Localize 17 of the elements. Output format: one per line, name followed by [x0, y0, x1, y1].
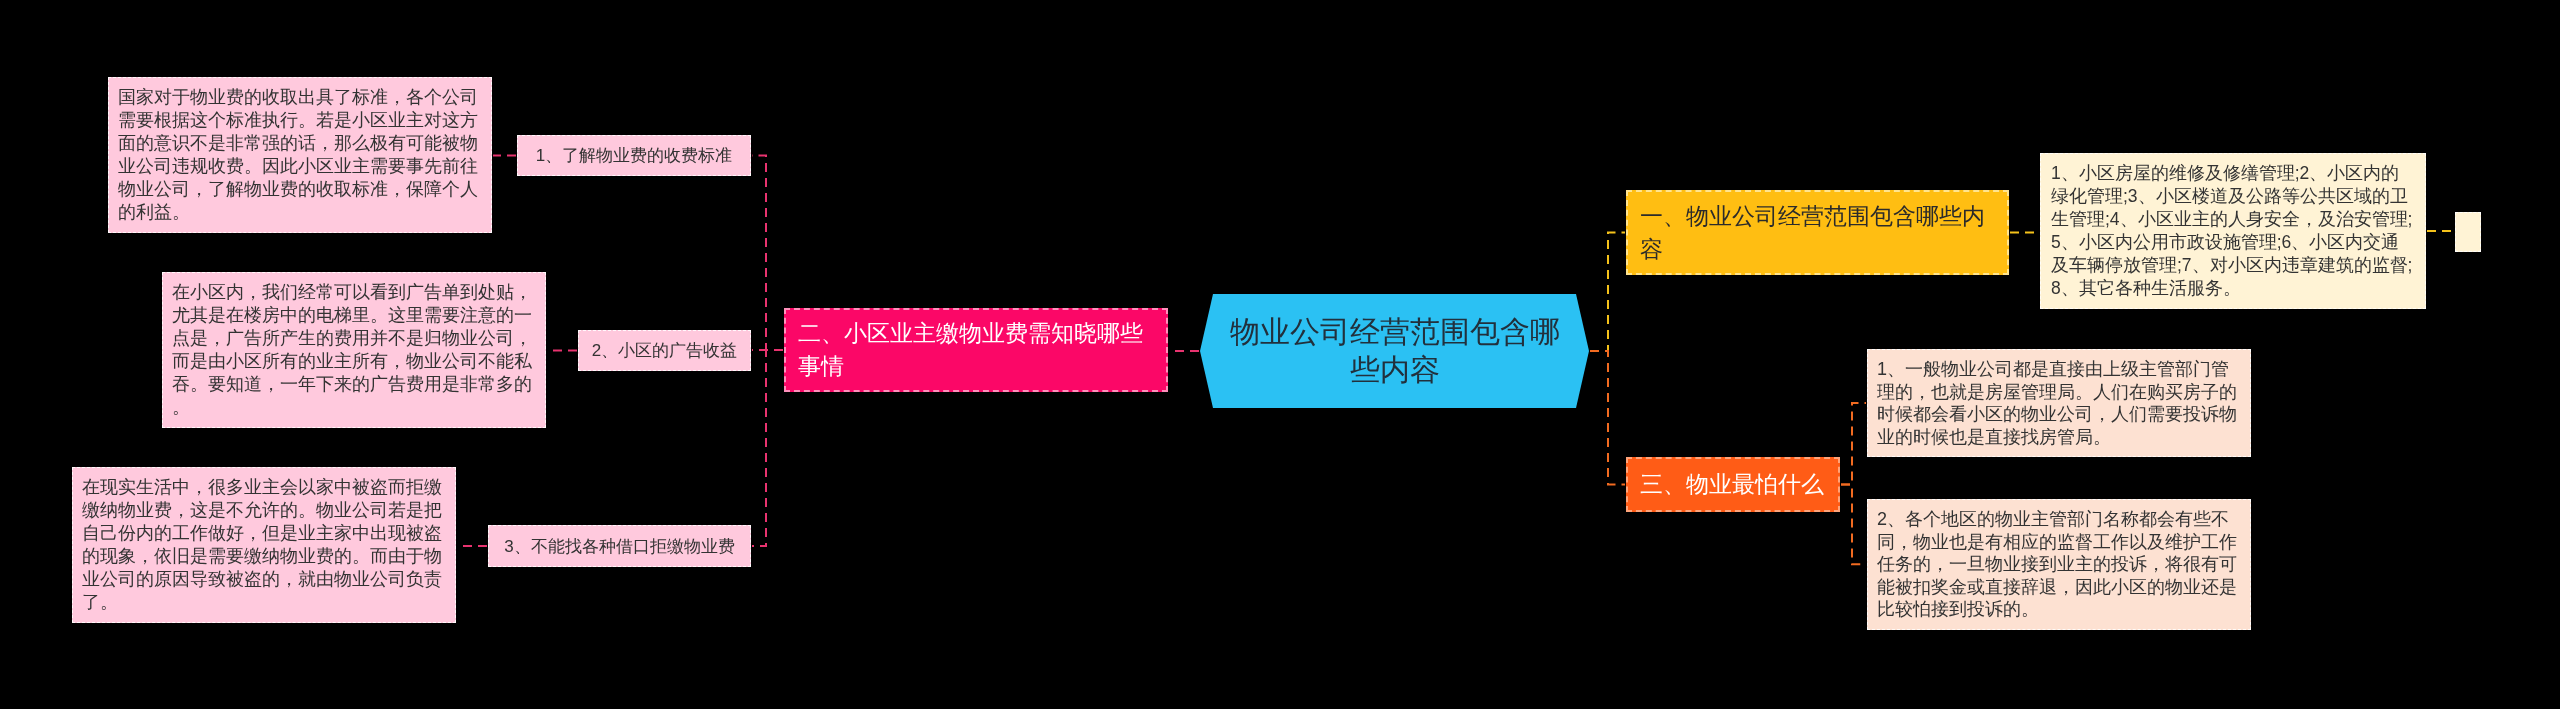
subtopic: 1、了解物业费的收费标准 — [517, 135, 751, 176]
connector-line — [492, 154, 517, 157]
subtopic: 3、不能找各种借口拒缴物业费 — [488, 525, 751, 567]
connector-line — [1589, 350, 1626, 486]
main-topic: 二、小区业主缴物业费需知晓哪些事情 — [784, 308, 1168, 392]
main-topic: 三、物业最怕什么 — [1626, 457, 1840, 512]
connector-line — [751, 349, 784, 547]
main-topic: 一、物业公司经营范围包含哪些内容 — [1626, 190, 2009, 275]
empty-topic — [2455, 212, 2481, 252]
central-topic: 物业公司经营范围包含哪些内容 — [1200, 294, 1589, 408]
note-card: 2、各个地区的物业主管部门名称都会有些不同，物业也是有相应的监督工作以及维护工作任务的，一旦物业接到业主的投诉，将很有可能被扣奖金或直接辞退，因此小区的物业还是比较怕接到投诉的。 — [1867, 499, 2251, 630]
note-card: 在小区内，我们经常可以看到广告单到处贴，尤其是在楼房中的电梯里。这里需要注意的一点是，广告所产生的费用并不是归物业公司，而是由小区所有的业主所有，物业公司不能私吞。要知道，一年下来的广告费用是非常多的。 — [162, 272, 546, 428]
note-card: 1、一般物业公司都是直接由上级主管部门管理的，也就是房屋管理局。人们在购买房子的时候都会看小区的物业公司，人们需要投诉物业的时候也是直接找房管局。 — [1867, 349, 2251, 457]
note-card: 1、小区房屋的维修及修缮管理;2、小区内的绿化管理;3、小区楼道及公路等公共区域的卫生管理;4、小区业主的人身安全，及治安管理;5、小区内公用市政设施管理;6、小区内交通及车辆停放管理;7、对小区内违章建筑的监督;8、其它各种生活服务。 — [2040, 153, 2426, 309]
subtopic: 2、小区的广告收益 — [578, 330, 751, 371]
note-card: 国家对于物业费的收取出具了标准，各个公司需要根据这个标准执行。若是小区业主对这方面的意识不是非常强的话，那么极有可能被物业公司违规收费。因此小区业主需要事先前往物业公司，了解物业费的收取标准，保障个人的利益。 — [108, 77, 492, 233]
note-card: 在现实生活中，很多业主会以家中被盗而拒缴缴纳物业费，这是不允许的。物业公司若是把自己份内的工作做好，但是业主家中出现被盗的现象，依旧是需要缴纳物业费的。而由于物业公司的原因导致被盗的，就由物业公司负责了。 — [72, 467, 456, 623]
